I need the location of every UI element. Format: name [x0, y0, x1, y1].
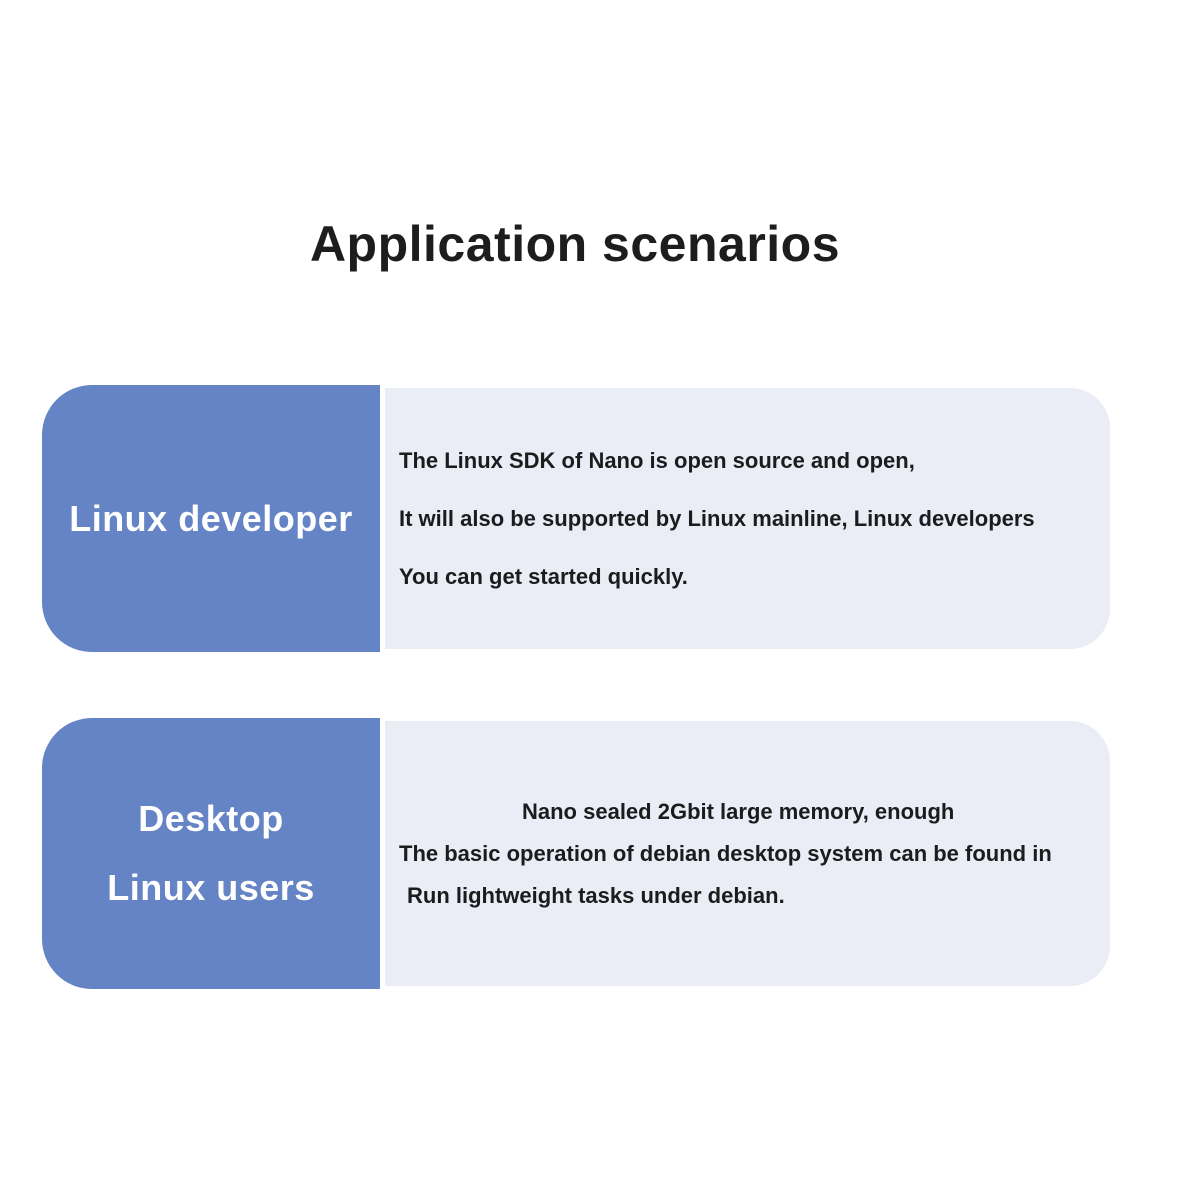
card-label-text: Desktop	[138, 798, 284, 839]
page-title: Application scenarios	[309, 216, 841, 272]
body-line: The Linux SDK of Nano is open source and…	[399, 447, 915, 473]
card-label-text: Linux users	[107, 867, 315, 908]
card-body-panel: Nano sealed 2Gbit large memory, enough T…	[385, 721, 1110, 986]
card-body-panel: The Linux SDK of Nano is open source and…	[385, 388, 1110, 649]
card-label-panel: Linux developer	[42, 385, 380, 652]
body-line: You can get started quickly.	[399, 563, 688, 589]
card-desktop-linux-users: Desktop Linux users Nano sealed 2Gbit la…	[42, 718, 1110, 989]
body-line: It will also be supported by Linux mainl…	[399, 505, 1035, 531]
card-label-text: Linux developer	[69, 497, 353, 539]
card-label-panel: Desktop Linux users	[42, 718, 380, 989]
card-linux-developer: Linux developer The Linux SDK of Nano is…	[42, 385, 1110, 652]
body-line: Run lightweight tasks under debian.	[407, 882, 785, 908]
body-line: The basic operation of debian desktop sy…	[399, 840, 1052, 866]
body-line: Nano sealed 2Gbit large memory, enough	[522, 798, 955, 824]
